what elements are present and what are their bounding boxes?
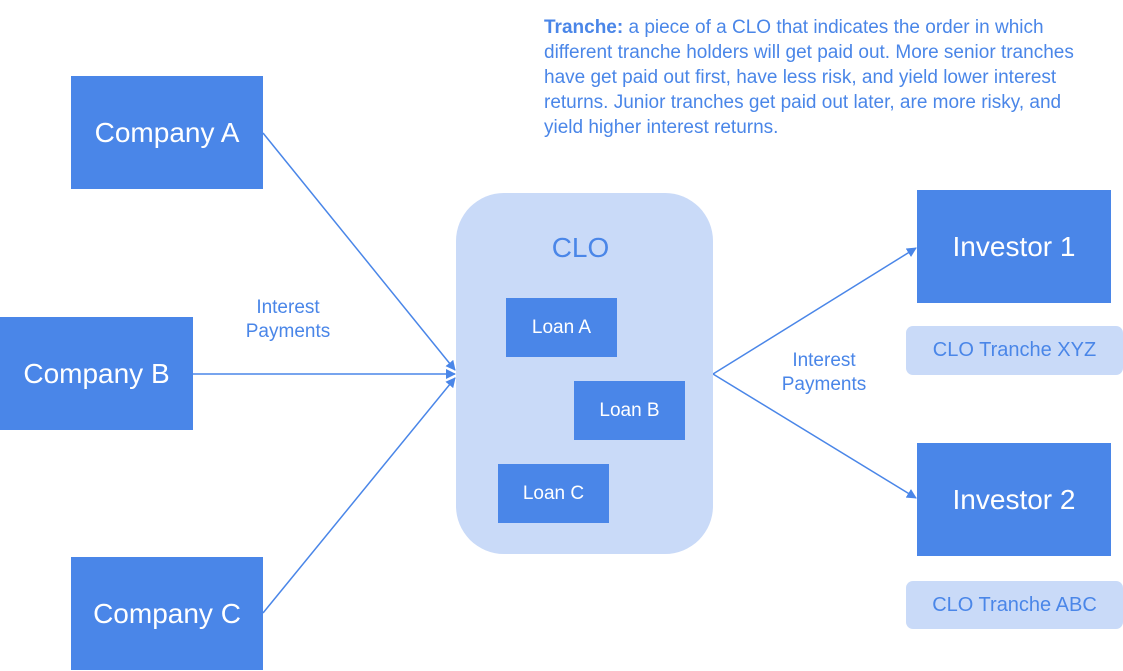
- tranche-abc-box: CLO Tranche ABC: [906, 581, 1123, 629]
- company-b-box: Company B: [0, 317, 193, 430]
- company-a-box: Company A: [71, 76, 263, 189]
- tranche-xyz-box: CLO Tranche XYZ: [906, 326, 1123, 375]
- connector-clo-to-investor-1: [712, 247, 917, 375]
- interest-payments-in-line2: Payments: [245, 321, 331, 342]
- interest-payments-in-label: Interest Payments: [232, 296, 344, 344]
- connector-company-a-to-clo: [262, 132, 456, 371]
- interest-payments-out-line2: Payments: [781, 374, 867, 395]
- loan-b-label: Loan B: [599, 399, 660, 421]
- interest-payments-out-label: Interest Payments: [768, 349, 880, 397]
- tranche-definition-text: a piece of a CLO that indicates the orde…: [544, 17, 1074, 138]
- tranche-abc-label: CLO Tranche ABC: [932, 593, 1097, 616]
- investor-2-label: Investor 2: [952, 483, 1076, 515]
- loan-c-label: Loan C: [522, 482, 585, 504]
- investor-1-label: Investor 1: [952, 230, 1076, 262]
- investor-2-box: Investor 2: [917, 443, 1111, 556]
- investor-1-box: Investor 1: [917, 190, 1111, 303]
- loan-a-box: Loan A: [506, 298, 617, 357]
- tranche-term: Tranche:: [544, 17, 624, 38]
- company-c-label: Company C: [93, 597, 241, 629]
- company-c-box: Company C: [71, 557, 263, 670]
- interest-payments-in-line1: Interest: [256, 297, 320, 318]
- company-b-label: Company B: [23, 357, 170, 389]
- loan-a-label: Loan A: [531, 316, 592, 338]
- loan-c-box: Loan C: [498, 464, 609, 523]
- tranche-definition-note: Tranche: a piece of a CLO that indicates…: [544, 15, 1104, 140]
- interest-payments-out-line1: Interest: [792, 350, 856, 371]
- tranche-xyz-label: CLO Tranche XYZ: [932, 339, 1097, 361]
- loan-b-box: Loan B: [574, 381, 685, 440]
- company-a-label: Company A: [94, 116, 240, 148]
- connector-company-c-to-clo: [262, 377, 456, 614]
- clo-title: CLO: [551, 232, 610, 263]
- connector-clo-to-investor-2: [712, 373, 917, 499]
